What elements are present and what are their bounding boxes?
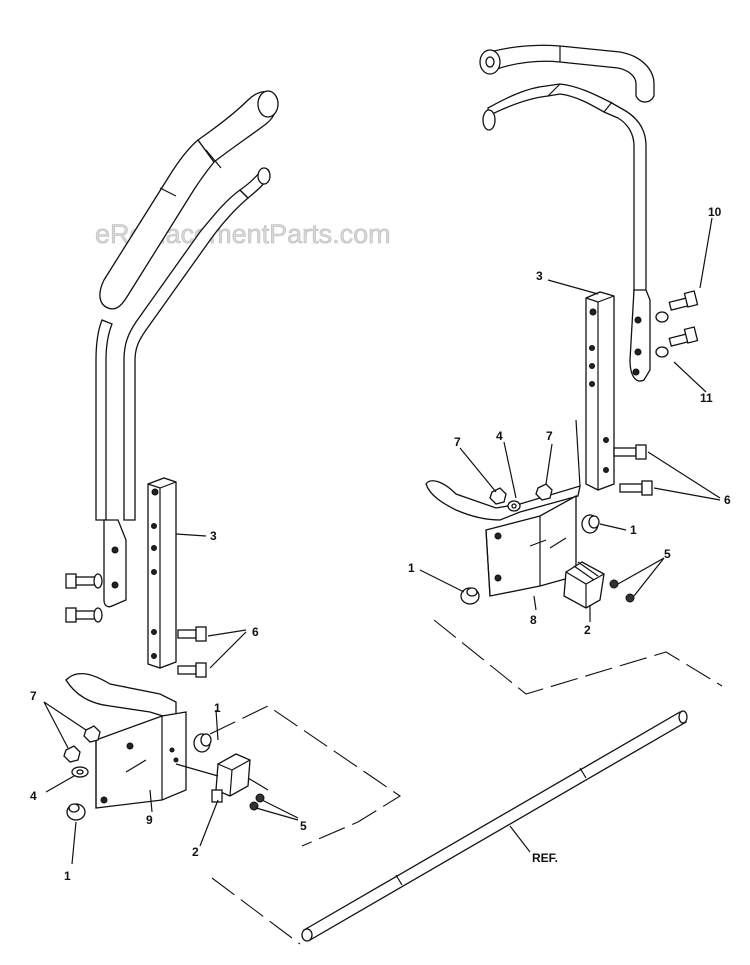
callout-right-6: 6	[724, 493, 731, 507]
callout-left-4: 4	[30, 789, 37, 803]
callout-left-2: 2	[192, 845, 199, 859]
ref-shaft	[301, 710, 688, 942]
left-bolts-6	[177, 626, 207, 678]
left-bushing-bottom	[66, 803, 86, 821]
right-bolts-10-11	[655, 290, 699, 358]
right-lower-handle	[482, 83, 647, 301]
callout-left-6: 6	[252, 625, 259, 639]
right-bracket	[425, 419, 581, 597]
callout-left-9: 9	[146, 813, 153, 827]
left-handle-bolts	[65, 573, 103, 623]
right-cam-block	[563, 561, 635, 609]
left-front-handle	[99, 90, 279, 310]
left-nut-lower	[63, 745, 81, 763]
right-nut-left	[489, 487, 507, 505]
right-bushing-left	[460, 587, 480, 605]
callout-right-4: 4	[496, 429, 503, 443]
callout-right-2: 2	[584, 623, 591, 637]
right-upper-handle	[479, 44, 655, 103]
left-cam-block	[175, 753, 269, 811]
right-nut-right	[535, 483, 553, 501]
callout-right-7-left: 7	[454, 435, 461, 449]
callout-left-1-bottom: 1	[64, 869, 71, 883]
right-mount-bar	[585, 291, 615, 491]
callout-right-3: 3	[536, 269, 543, 283]
right-bushing-right	[581, 514, 600, 534]
callouts-right: 10 3 11 7 4 7 6 1 1 5 8 2	[408, 205, 731, 637]
callout-right-8: 8	[530, 613, 537, 627]
left-handle-assembly	[63, 90, 402, 847]
left-rear-handle	[123, 167, 271, 521]
callout-right-1-right: 1	[630, 523, 637, 537]
callout-left-3: 3	[210, 529, 217, 543]
left-bushing-top	[193, 733, 212, 753]
callouts-left: 3 6 7 4 1 1 9 2 5	[30, 529, 307, 883]
callout-right-5: 5	[664, 547, 671, 561]
callout-right-1-left: 1	[408, 561, 415, 575]
callout-left-1-top: 1	[214, 701, 221, 715]
callout-right-10: 10	[708, 205, 722, 219]
callout-left-7: 7	[30, 689, 37, 703]
left-mount-bar	[147, 477, 177, 669]
left-bracket	[65, 673, 187, 809]
right-bolts-6	[613, 444, 653, 496]
callout-right-11: 11	[700, 391, 713, 405]
callout-right-7-right: 7	[546, 429, 553, 443]
callout-ref: REF.	[532, 851, 558, 865]
callout-left-5: 5	[300, 819, 307, 833]
left-nut-upper	[83, 725, 101, 743]
right-handle-assembly	[211, 44, 723, 945]
leader-lines	[43, 217, 721, 865]
